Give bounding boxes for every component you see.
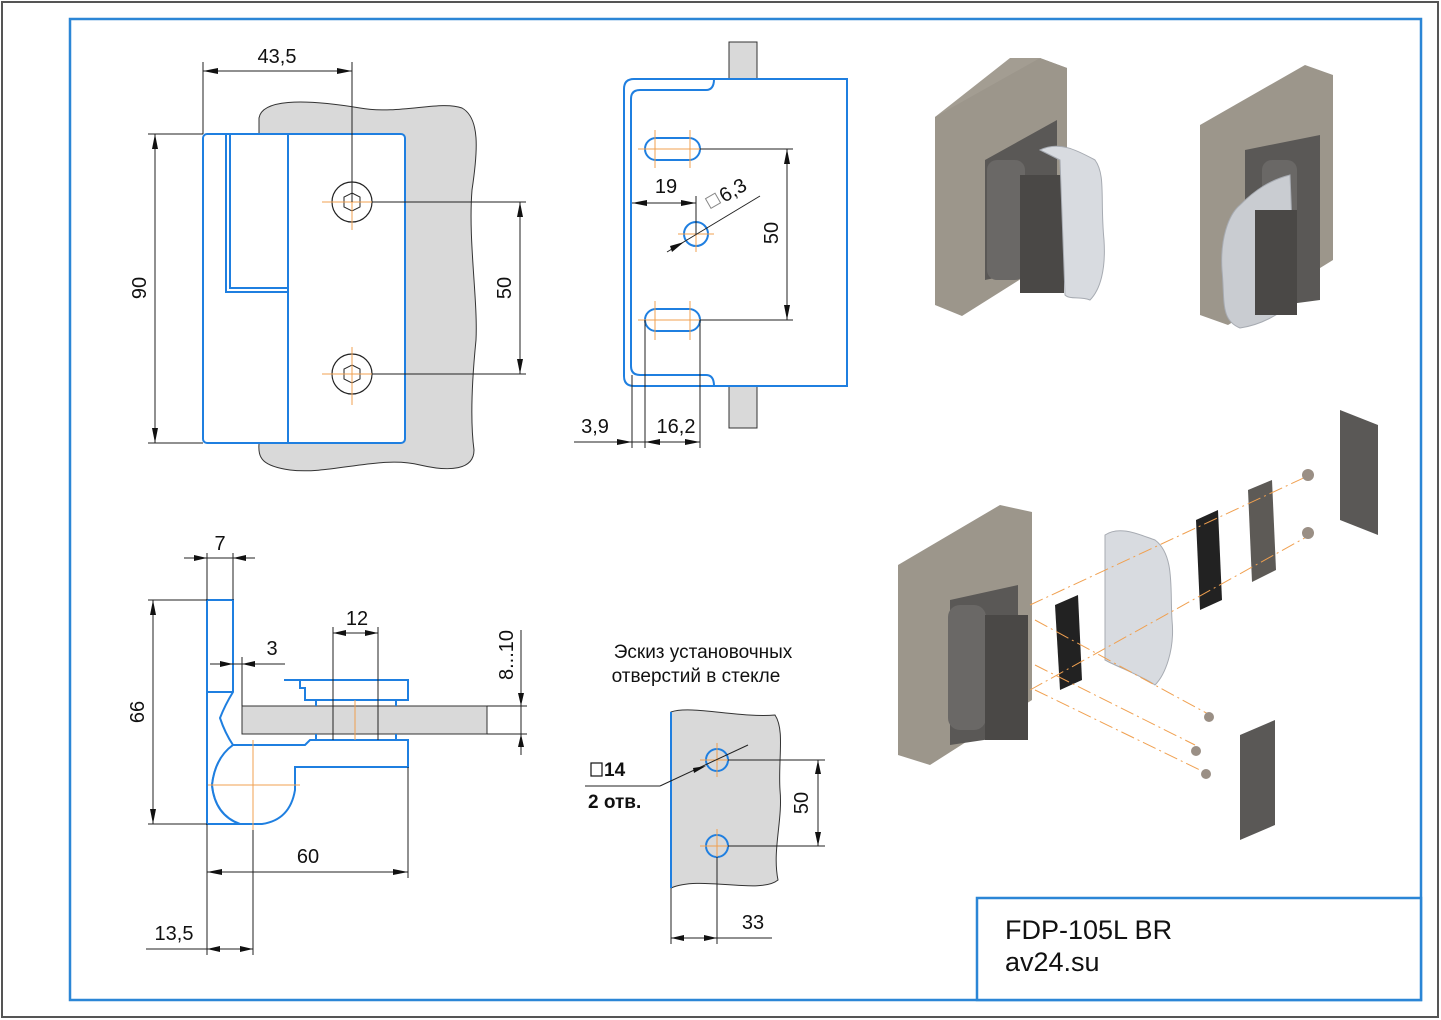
website: av24.su	[1005, 947, 1100, 977]
sketch-dim-edge: 33	[742, 912, 764, 934]
clamp-plate	[284, 679, 409, 701]
clamp-plate-3d	[1248, 480, 1276, 582]
dim-edge: 3,9	[581, 416, 609, 438]
drawing-frame	[68, 17, 1423, 1002]
product-code: FDP-105L BR	[1005, 915, 1172, 945]
sketch-dim-spacing: 50	[791, 792, 813, 814]
glass-edge-top	[728, 41, 758, 81]
render-exploded	[898, 410, 1378, 840]
cover-bottom	[1240, 720, 1275, 840]
glass-piece	[1104, 530, 1174, 686]
sketch-holes-count: 2 отв.	[588, 792, 641, 813]
plate-outline	[623, 78, 848, 387]
glass-hole-sketch: Эскиз установочных отверстий в стекле 14…	[585, 642, 825, 944]
glass-edge-bottom	[728, 385, 758, 429]
title-block: FDP-105L BR av24.su	[975, 896, 1423, 1002]
glass-sketch-panel	[670, 709, 782, 889]
dim-glass: 8...10	[496, 630, 518, 680]
knuckle-outline	[210, 739, 409, 825]
section-view: 7 3 66 12 8...10 60 13,5	[127, 533, 527, 955]
glass-section	[241, 705, 488, 735]
diameter-square-icon	[590, 762, 603, 777]
gasket-inner	[1055, 595, 1082, 690]
diameter-square-icon	[704, 192, 722, 209]
front-view: 43,5 90 50	[129, 46, 526, 472]
plate-view: 19 6,3 50 3,9 16,2	[574, 41, 848, 448]
cover-top	[1340, 410, 1378, 535]
dim-slot-width: 16,2	[657, 416, 696, 438]
dim-depth: 60	[297, 846, 319, 868]
dim-offset: 19	[655, 176, 677, 198]
dim-holes: 50	[494, 277, 516, 299]
sketch-caption-line1: Эскиз установочных	[614, 642, 793, 663]
dim-gap: 3	[266, 638, 277, 660]
dim-section-height: 66	[127, 701, 149, 723]
dim-axis: 13,5	[155, 923, 194, 945]
dim-slots: 50	[761, 222, 783, 244]
dim-width: 43,5	[258, 46, 297, 68]
render-assembled-right	[1200, 65, 1333, 329]
dim-clamp: 12	[346, 608, 368, 630]
render-assembled-left	[935, 58, 1105, 316]
gasket-outer	[1196, 510, 1222, 610]
dim-height: 90	[129, 277, 151, 299]
dim-top: 7	[214, 533, 225, 555]
sketch-caption-line2: отверстий в стекле	[612, 666, 781, 687]
sketch-hole-dia: 14	[604, 760, 626, 781]
